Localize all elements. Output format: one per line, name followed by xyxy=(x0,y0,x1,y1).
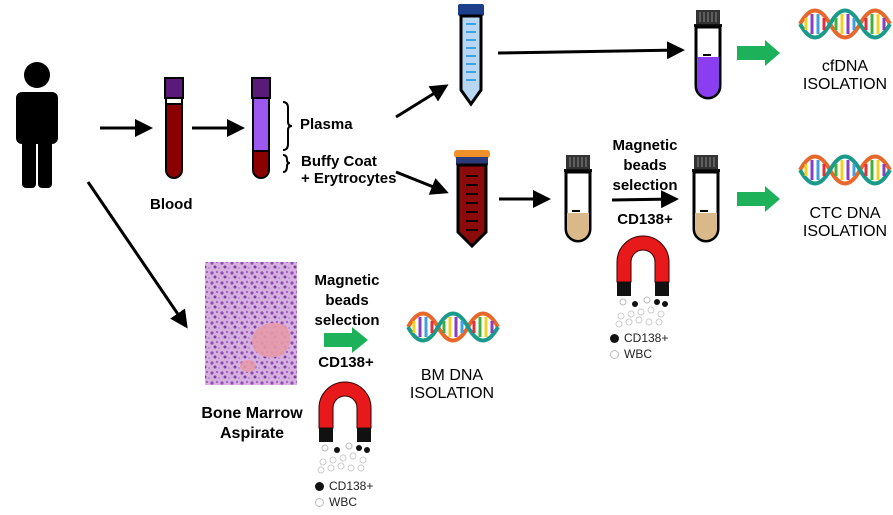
buffy-brace xyxy=(282,154,291,173)
green-arrow-bm xyxy=(324,327,368,353)
cd138-dot-icon xyxy=(610,334,619,343)
label-bm-marker: CD138+ xyxy=(318,354,374,371)
legend-ctc: CD138+ WBC xyxy=(610,330,668,362)
label-bm-magnetic-line2: beads xyxy=(325,292,369,309)
legend-bm-cd138-text: CD138+ xyxy=(329,479,374,493)
dna-icon-ctc xyxy=(798,154,892,186)
plasma-falcon-tube-icon xyxy=(458,4,484,107)
label-bm-dna-line1: BM DNA xyxy=(420,367,484,384)
label-ctc-dna-line2: ISOLATION xyxy=(802,223,888,241)
wbc-dot-icon xyxy=(315,498,324,507)
legend-bm-cd138: CD138+ xyxy=(315,478,373,494)
bone-marrow-image xyxy=(205,262,297,385)
label-bm-magnetic-selection: Magnetic beads selection xyxy=(305,271,389,331)
label-ctc-dna-line1: CTC DNA xyxy=(809,205,881,222)
label-blood: Blood xyxy=(150,196,193,213)
green-arrow-cfdna xyxy=(737,40,780,66)
ctc-vial-before-icon xyxy=(563,154,593,243)
label-cfdna-isolation: cfDNA ISOLATION xyxy=(797,58,893,95)
legend-ctc-wbc: WBC xyxy=(610,346,668,362)
label-bm-dna-line2: ISOLATION xyxy=(409,385,495,403)
label-bm-magnetic-line1: Magnetic xyxy=(314,272,380,289)
label-buffy-coat: Buffy Coat + Erytrocytes xyxy=(301,153,396,188)
buffy-falcon-tube-icon xyxy=(454,150,490,249)
label-ctc-dna-isolation: CTC DNA ISOLATION xyxy=(797,205,893,242)
wbc-dot-icon xyxy=(610,350,619,359)
label-bm-line2: Aspirate xyxy=(219,425,285,442)
label-cfdna-line1: cfDNA xyxy=(821,58,869,75)
magnet-icon-ctc xyxy=(615,235,670,328)
ctc-vial-after-icon xyxy=(691,154,721,243)
cfdna-vial-icon xyxy=(693,9,723,100)
legend-ctc-cd138-text: CD138+ xyxy=(624,331,669,345)
green-arrow-ctc xyxy=(737,186,780,212)
label-cfdna-line2: ISOLATION xyxy=(802,76,888,94)
separated-tube-icon xyxy=(251,77,271,179)
label-buffy-coat-line2: + Erytrocytes xyxy=(301,170,397,188)
label-buffy-coat-line1: Buffy Coat xyxy=(301,153,377,170)
label-bm-line1: Bone Marrow xyxy=(201,405,303,422)
label-ctc-magnetic-line2: beads xyxy=(623,157,667,174)
cd138-dot-icon xyxy=(315,482,324,491)
plasma-brace xyxy=(282,101,293,151)
dna-icon-cfdna xyxy=(798,8,892,40)
label-ctc-marker: CD138+ xyxy=(617,211,673,228)
legend-ctc-wbc-text: WBC xyxy=(624,347,652,361)
legend-bm-wbc-text: WBC xyxy=(329,495,357,509)
label-ctc-magnetic-line3: selection xyxy=(612,177,678,194)
arrow-magnetic-ctc xyxy=(611,190,679,209)
arrow-plasma-to-falcon xyxy=(395,84,449,119)
label-bone-marrow-aspirate: Bone Marrow Aspirate xyxy=(194,404,310,444)
label-ctc-magnetic-line1: Magnetic xyxy=(612,137,678,154)
blood-tube-icon xyxy=(164,77,184,179)
legend-ctc-cd138: CD138+ xyxy=(610,330,668,346)
label-plasma: Plasma xyxy=(300,116,353,133)
person-icon xyxy=(16,62,58,188)
arrow-person-to-bone-marrow xyxy=(86,181,188,329)
label-bm-magnetic-line3: selection xyxy=(314,312,380,329)
magnet-icon-bm xyxy=(317,381,372,474)
legend-bm-wbc: WBC xyxy=(315,494,373,510)
arrow-plasma-falcon-to-vial xyxy=(497,41,685,60)
label-bm-dna-isolation: BM DNA ISOLATION xyxy=(402,367,502,404)
label-ctc-magnetic-selection: Magnetic beads selection xyxy=(603,136,687,196)
legend-bm: CD138+ WBC xyxy=(315,478,373,510)
dna-icon-bm xyxy=(406,311,500,343)
arrow-buffy-to-falcon xyxy=(395,170,449,195)
